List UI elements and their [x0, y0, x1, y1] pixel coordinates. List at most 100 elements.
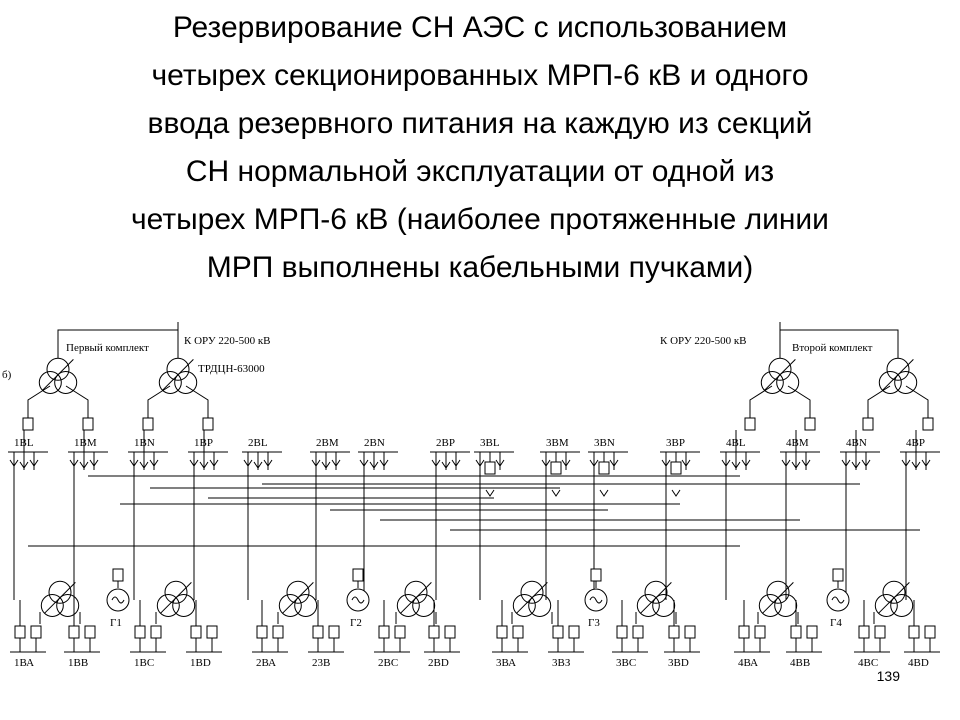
slide-title: Резервирование СН АЭС с использованием ч… — [0, 4, 960, 292]
section-breaker-b-2ВА — [272, 625, 284, 639]
bus-tap-disconnector — [721, 459, 731, 467]
unit-4-tr-right-lv1-winding — [874, 594, 898, 617]
unit-1-gen-breaker — [112, 568, 124, 582]
section-label: 1BD — [190, 657, 211, 669]
section-breaker-a-2BD — [428, 625, 440, 639]
bus-tap-disconnector — [475, 459, 485, 467]
reserve-tr-4-left-branch — [867, 385, 891, 418]
unit-1-tr-left-lv1-winding — [40, 594, 64, 617]
section-breaker-a-4BD — [908, 625, 920, 639]
section-breaker-b-3BD — [684, 625, 696, 639]
reserve-tr-1-breaker-right — [82, 417, 94, 431]
generator-label: Г3 — [588, 617, 600, 629]
reserve-tr-2-regulation-arrow — [162, 359, 194, 391]
bus-tap-disconnector — [311, 459, 321, 467]
reserve-tr-2-left-branch — [147, 385, 171, 418]
bus-tap-disconnector — [921, 459, 931, 467]
bus-tap-disconnector — [263, 459, 273, 467]
bus-tap-disconnector — [199, 461, 209, 469]
section-label: 3ВС — [616, 657, 636, 669]
reserve-tr-4-lv2-winding — [894, 371, 918, 394]
generator-Г4-wave — [831, 596, 845, 604]
section-breaker-a-3ВС — [616, 625, 628, 639]
reserve-tr-3-lv2-winding — [776, 371, 800, 394]
bus-tap-disconnector — [609, 459, 619, 467]
section-breaker-b-1ВВ — [84, 625, 96, 639]
bus-tap-disconnector — [139, 461, 149, 469]
unit-1-tr-left-hv-winding — [48, 580, 72, 604]
reserve-bus-label: 2BL — [248, 437, 268, 449]
reserve-tr-3-hv-winding — [768, 357, 792, 381]
bus-tap-disconnector — [911, 461, 921, 469]
section-breaker-b-1ВА — [30, 625, 42, 639]
section-label: 2ВС — [378, 657, 398, 669]
bus-tap-disconnector — [841, 459, 851, 467]
section-label: 3ВЗ — [552, 657, 571, 669]
reserve-tr-3-right-branch — [787, 385, 811, 418]
section-breaker-b-3ВА — [512, 625, 524, 639]
reserve-tr-4-right-branch — [905, 385, 929, 418]
transformer-type-label: ТРДЦН-63000 — [198, 363, 265, 375]
reserve-bus-label: 3BP — [666, 437, 685, 449]
section-label: 4ВВ — [790, 657, 810, 669]
reserve-tr-1-right-branch — [65, 385, 89, 418]
section-label: 3BD — [668, 657, 689, 669]
mrp-section-breaker-3 — [598, 461, 610, 475]
unit-2-tr-right-lv2-winding — [412, 594, 436, 617]
section-breaker-a-23В — [312, 625, 324, 639]
unit-2-tr-left-regulation-arrow — [282, 582, 314, 614]
unit-2-tr-right-regulation-arrow — [400, 582, 432, 614]
section-breaker-a-2ВС — [378, 625, 390, 639]
section-breaker-a-3BD — [668, 625, 680, 639]
reserve-bus-label: 1BM — [74, 437, 97, 449]
page-number: 139 — [876, 668, 900, 684]
reserve-tr-1-left-branch — [27, 385, 51, 418]
section-breaker-a-4ВВ — [790, 625, 802, 639]
reserve-bus-label: 4BP — [906, 437, 925, 449]
first-set-label: Первый комплект — [66, 342, 149, 354]
unit-4-tr-right-lv2-winding — [890, 594, 914, 617]
reserve-tr-2-right-branch — [185, 385, 209, 418]
title-line-6: МРП выполнены кабельными пучками) — [206, 251, 754, 284]
section-breaker-a-4ВС — [858, 625, 870, 639]
mrp-section-breaker-2 — [550, 461, 562, 475]
reserve-tr-1-hv-winding — [46, 357, 70, 381]
section-label: 3ВА — [496, 657, 516, 669]
bus-tap-disconnector — [331, 459, 341, 467]
unit-2-tr-left-hv-winding — [286, 580, 310, 604]
reserve-tr-1-regulation-arrow — [42, 359, 74, 391]
reserve-bus-label: 3BN — [594, 437, 615, 449]
title-line-4: СН нормальной эксплуатации от одной из — [185, 155, 775, 188]
bus-tap-disconnector — [441, 461, 451, 469]
section-label: 1ВА — [14, 657, 34, 669]
section-label: 4ВА — [738, 657, 758, 669]
reserve-tr-1-lv1-winding — [38, 371, 62, 394]
section-label: 1ВС — [134, 657, 154, 669]
mrp-cable-end-1 — [485, 489, 495, 497]
reserve-tr-3-left-branch — [749, 385, 773, 418]
unit-2-tr-left-lv1-winding — [278, 594, 302, 617]
bus-tap-disconnector — [9, 459, 19, 467]
reserve-bus-label: 3BL — [480, 437, 500, 449]
section-breaker-a-1ВА — [14, 625, 26, 639]
mrp-cable-end-2 — [551, 489, 561, 497]
section-label: 23В — [312, 657, 330, 669]
bus-tap-disconnector — [253, 461, 263, 469]
generator-label: Г2 — [350, 617, 362, 629]
unit-2-gen-breaker — [352, 568, 364, 582]
bus-tap-disconnector — [321, 461, 331, 469]
section-breaker-b-2ВС — [394, 625, 406, 639]
bus-tap-disconnector — [359, 459, 369, 467]
section-label: 4BD — [908, 657, 929, 669]
mrp-cable-end-3 — [599, 489, 609, 497]
reserve-bus-label: 3BM — [546, 437, 569, 449]
bus-tap-disconnector — [741, 459, 751, 467]
bus-tap-disconnector — [681, 459, 691, 467]
mrp-cable-end-4 — [671, 489, 681, 497]
reserve-tr-2-lv2-winding — [174, 371, 198, 394]
unit-4-tr-left-regulation-arrow — [762, 582, 794, 614]
bus-tap-disconnector — [801, 459, 811, 467]
unit-1-tr-left-lv2-winding — [56, 594, 80, 617]
reserve-tr-3-lv1-winding — [760, 371, 784, 394]
